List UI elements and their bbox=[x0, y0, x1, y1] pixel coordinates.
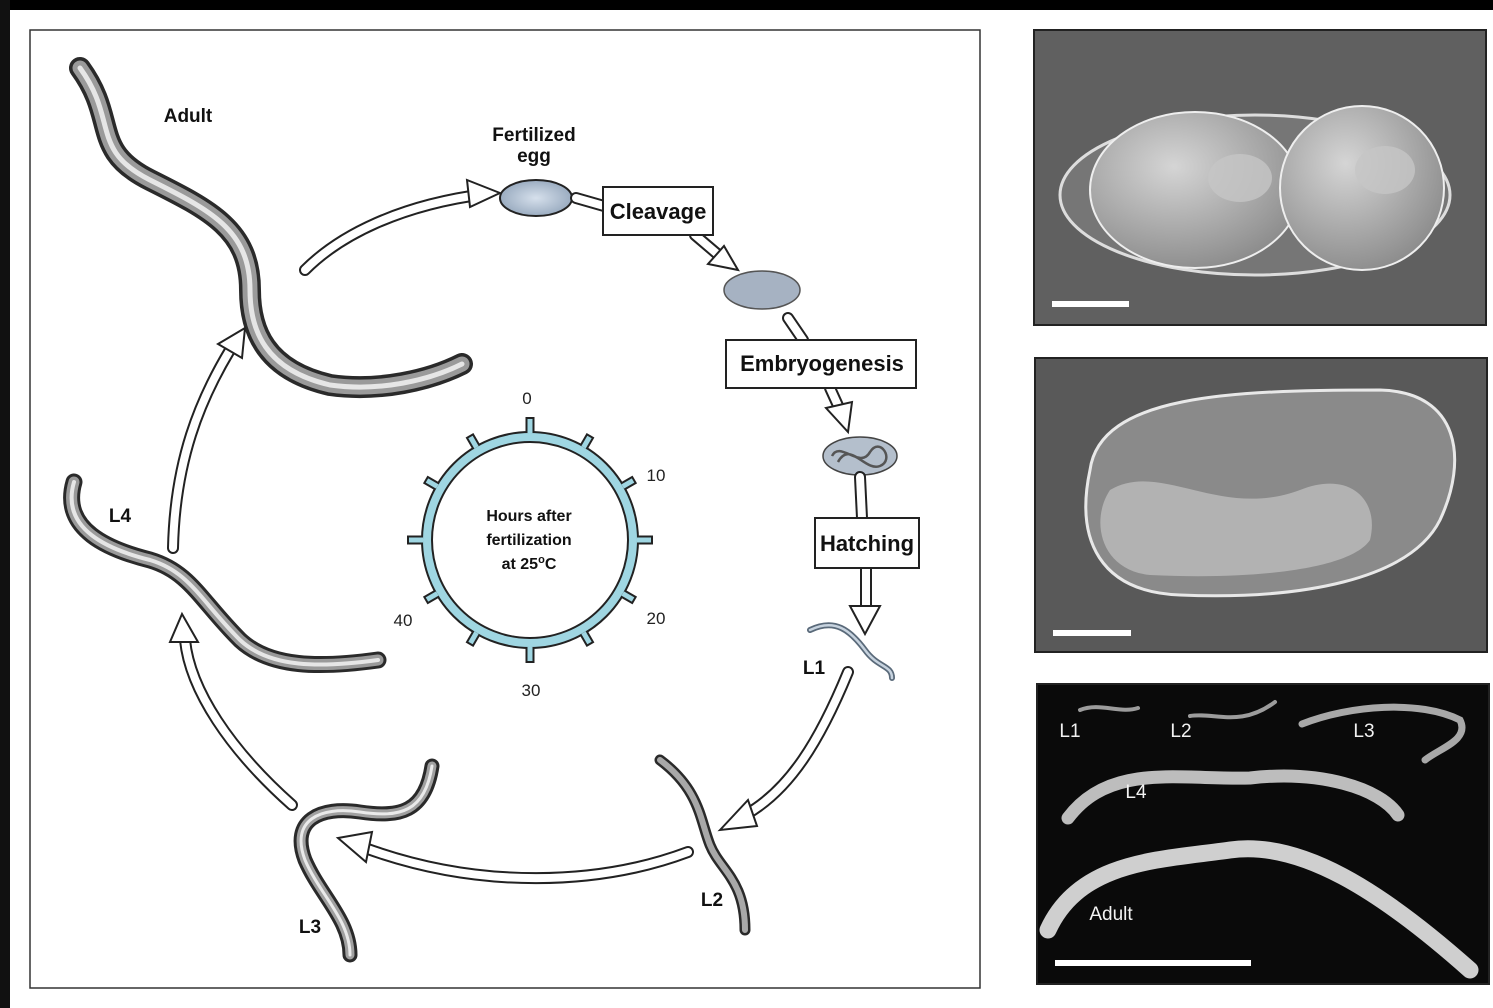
clock-caption-line2: fertilization bbox=[486, 532, 571, 549]
l1-label: L1 bbox=[803, 658, 826, 679]
l2-label: L2 bbox=[701, 890, 723, 911]
clock-label-30: 30 bbox=[522, 681, 541, 700]
adult-label: Adult bbox=[164, 106, 213, 127]
clock-label-10: 10 bbox=[647, 466, 666, 485]
embryogenesis-box: Embryogenesis bbox=[726, 340, 916, 388]
embryogenesis-label: Embryogenesis bbox=[740, 351, 904, 376]
l4-label: L4 bbox=[109, 506, 132, 527]
fertilized-egg bbox=[500, 180, 572, 216]
fertilized-egg-label-line1: Fertilized bbox=[492, 125, 575, 146]
clock-label-0: 0 bbox=[522, 389, 531, 408]
embryo-egg bbox=[823, 437, 897, 475]
photo-l2-label: L2 bbox=[1170, 721, 1191, 742]
scale-bar bbox=[1055, 960, 1251, 966]
hatching-label: Hatching bbox=[820, 531, 914, 556]
photo-adult-label: Adult bbox=[1089, 904, 1133, 925]
photo-l3-label: L3 bbox=[1353, 721, 1374, 742]
cleavage-box: Cleavage bbox=[603, 187, 713, 235]
cleavage-label: Cleavage bbox=[610, 199, 707, 224]
clock-label-20: 20 bbox=[647, 609, 666, 628]
clock-caption-line3: at 25oC bbox=[502, 554, 557, 573]
l3-label: L3 bbox=[299, 917, 321, 938]
photo-l4-label: L4 bbox=[1125, 782, 1147, 803]
late-embryo-photo bbox=[1035, 358, 1487, 652]
scale-bar bbox=[1052, 301, 1129, 307]
scale-bar bbox=[1053, 630, 1131, 636]
two-cell-embryo-photo bbox=[1034, 30, 1486, 325]
hatching-box: Hatching bbox=[815, 518, 919, 568]
fertilized-egg-label-line2: egg bbox=[517, 146, 551, 167]
photo-l1-label: L1 bbox=[1059, 721, 1080, 742]
larvae-photo: L1 L2 L3 L4 Adult bbox=[1037, 684, 1489, 984]
cleaved-egg bbox=[724, 271, 800, 309]
clock-label-40: 40 bbox=[394, 611, 413, 630]
clock-caption-line1: Hours after bbox=[486, 508, 571, 525]
